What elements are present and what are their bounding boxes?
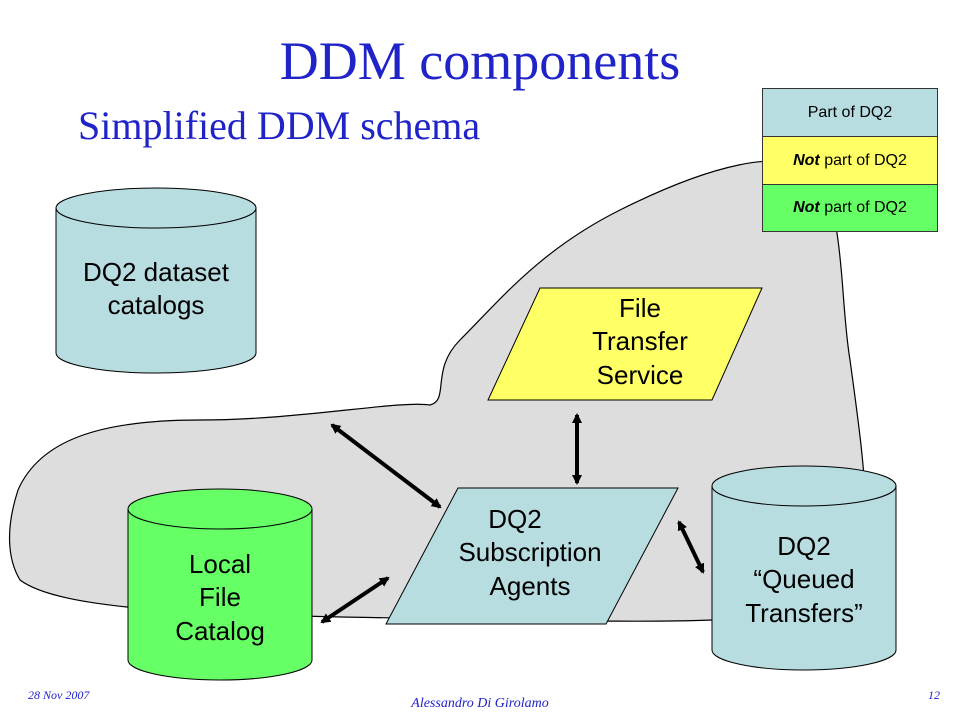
footer-date: 28 Nov 2007 [28,688,90,702]
queued-transfers-label: DQ2 “Queued Transfers” [745,531,863,628]
slide-subtitle: Simplified DDM schema [78,103,481,148]
dataset-catalogs-cylinder [55,187,257,374]
legend-item-not-part-green: Not part of DQ2 [762,184,938,232]
legend-label: Part of DQ2 [807,103,893,121]
file-transfer-service-label: File Transfer Service [592,293,688,390]
arrow-agents-to-queued [677,520,705,574]
dataset-catalogs-label: DQ2 dataset catalogs [83,257,229,321]
queued-transfers-cylinder [711,465,897,671]
footer-author: Alessandro Di Girolamo [411,696,549,711]
file-transfer-service-shape [487,287,763,401]
subscription-agents-shape [385,487,679,625]
subscription-agents-label: DQ2 Subscription Agents [458,504,602,601]
legend-emphasis: Not [793,151,820,169]
legend-item-part-of-dq2: Part of DQ2 [762,88,938,136]
legend-label: part of DQ2 [819,199,907,216]
legend-item-not-part-yellow: Not part of DQ2 [762,136,938,184]
legend-label: part of DQ2 [819,151,907,169]
arrow-catalog-to-agents [330,423,442,509]
local-file-catalog-label: Local File Catalog [175,549,265,646]
legend: Part of DQ2 Not part of DQ2 Not part of … [762,88,938,232]
footer-page-number: 12 [928,688,940,702]
slide-title: DDM components [279,31,681,91]
local-file-catalog-cylinder [127,488,313,681]
arrow-lfc-to-agents [320,576,390,624]
legend-emphasis: Not [793,199,820,216]
